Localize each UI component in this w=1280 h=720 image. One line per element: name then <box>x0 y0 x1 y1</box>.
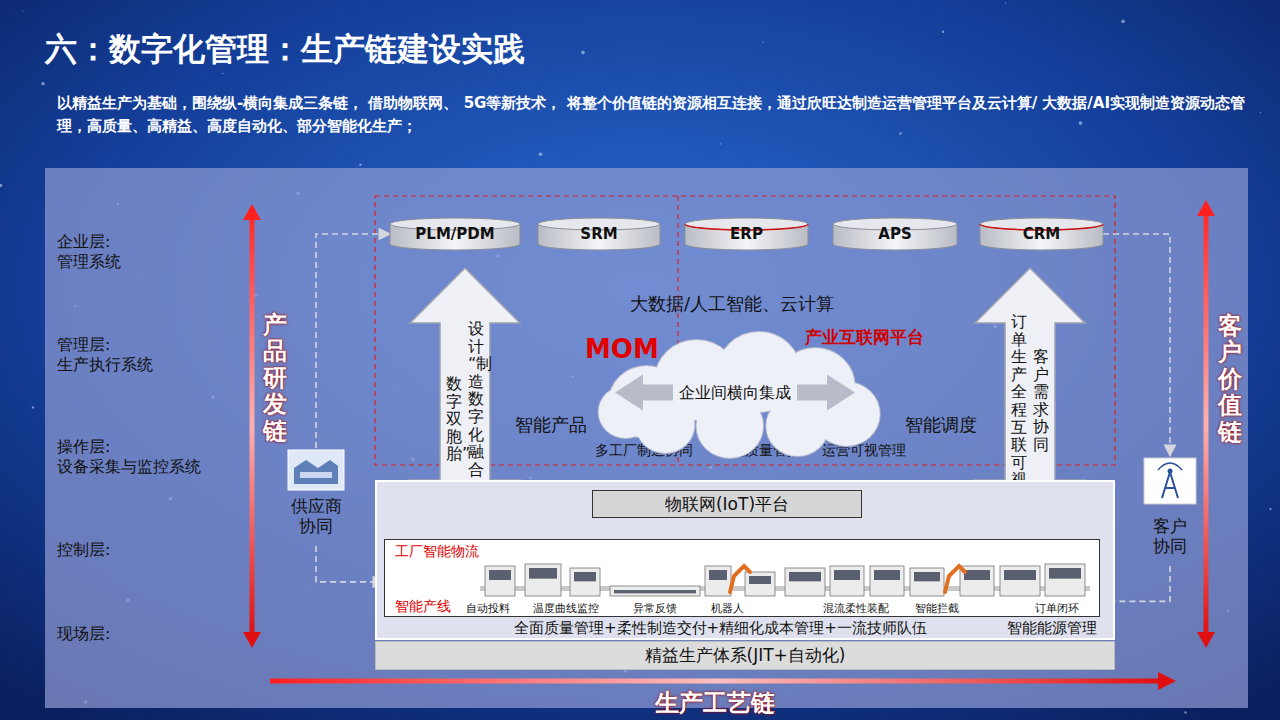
caption-text: 温度曲线监控 <box>533 602 599 615</box>
production-line-box: 工厂智能物流智能产线 自动投料 温度曲线监控 异常反馈 机器人 混流柔性装配 智能拦截 订单闭… <box>384 539 1100 617</box>
star <box>1184 711 1186 713</box>
node-text: 工厂智能物流 <box>395 543 479 560</box>
node-text: 精益生产体系(JIT+自动化) <box>645 645 846 665</box>
star <box>581 51 585 55</box>
caption-text: 订单闭环 <box>1035 602 1079 615</box>
process-chain-arrow <box>270 672 1176 690</box>
robot-arm <box>945 566 965 592</box>
system-cylinder: CRM <box>980 218 1103 250</box>
layer-label: 控制层: <box>57 540 110 560</box>
cloud-outline <box>599 332 880 458</box>
star <box>1260 112 1261 113</box>
slide-title: 六：数字化管理：生产链建设实践 <box>45 28 525 72</box>
node-text: PLM/PDM <box>415 225 494 243</box>
platform-cloud: 企业间横向集成 <box>584 330 886 455</box>
platform-label: 产业互联网平台 <box>805 327 924 348</box>
layer-label: 操作层: 设备采集与监控系统 <box>57 437 201 477</box>
node-text: 订单生产全程互联可视 <box>1011 313 1027 489</box>
star <box>720 143 721 144</box>
system-cylinder: PLM/PDM <box>390 218 520 250</box>
layer-label: 企业层: 管理系统 <box>57 232 121 272</box>
tower-icon <box>1144 458 1196 504</box>
system-cylinder: SRM <box>538 218 660 250</box>
node-text: SRM <box>580 225 617 243</box>
dashed-connector <box>316 234 390 448</box>
node-text: 数字双胞胎” <box>446 375 462 463</box>
dashed-connector <box>1103 234 1170 456</box>
node-text: 客户需求协同 <box>1033 348 1049 454</box>
star <box>222 73 223 74</box>
customer-chain-arrow <box>1197 200 1215 648</box>
node-text: 设计“制造数字化融合 <box>468 320 484 478</box>
factory-icon <box>288 450 344 490</box>
star <box>41 82 45 86</box>
integration-arrow-right <box>797 375 855 411</box>
feature-label: 智能调度 <box>905 414 977 437</box>
node-text: 供应商 协同 <box>291 496 342 537</box>
supplier-node: 供应商 协同 <box>281 448 351 546</box>
node-text: CRM <box>1023 225 1061 243</box>
chain-label: 生产工艺链 <box>655 688 775 718</box>
execution-frame: 物联网(IoT)平台工厂智能物流智能产线 自动投料 温度曲线监控 异常反馈 机器人 混流柔… <box>375 480 1115 640</box>
tech-label: 大数据/人工智能、云计算 <box>630 293 834 316</box>
star <box>1121 20 1125 24</box>
star <box>1269 508 1271 510</box>
layer-label: 管理层: 生产执行系统 <box>57 335 153 375</box>
caption-text: 混流柔性装配 <box>823 602 889 615</box>
node-text: ERP <box>730 225 763 243</box>
node-text: 物联网(IoT)平台 <box>665 494 789 514</box>
caption-text: 机器人 <box>711 602 744 615</box>
chain-label: 客户价值链 <box>1218 313 1242 445</box>
cylinder-body <box>685 224 808 250</box>
lean-system-bar: 精益生产体系(JIT+自动化) <box>375 641 1115 670</box>
chain-label: 产品研发链 <box>263 312 287 444</box>
cloud-fill <box>599 332 880 458</box>
product-chain-arrow <box>243 204 261 648</box>
customer-node: 客户 协同 <box>1140 456 1200 566</box>
node-text: 智能产线 <box>395 598 451 615</box>
feature-label: 智能产品 <box>515 414 587 437</box>
integration-arrow-left <box>615 375 673 411</box>
node-text: 企业间横向集成 <box>679 383 791 402</box>
node-text: APS <box>878 225 911 243</box>
machines <box>485 564 1085 596</box>
subtitle: 以精益生产为基础，围绕纵-横向集成三条链， 借助物联网、 5G等新技术， 将整个… <box>57 92 1247 139</box>
node-text: 客户 协同 <box>1153 516 1187 557</box>
star <box>0 184 2 188</box>
star <box>1005 2 1006 3</box>
iot-platform-box: 物联网(IoT)平台 <box>592 490 862 518</box>
star <box>539 153 543 157</box>
star <box>32 406 34 408</box>
cylinder-body <box>980 224 1103 250</box>
node-text: 全面质量管理+柔性制造交付+精细化成本管理+一流技师队伍 <box>514 619 927 637</box>
robot-arm <box>730 566 750 592</box>
panel <box>45 168 1248 708</box>
mom-label: MOM <box>585 333 659 366</box>
star <box>22 10 23 11</box>
node-text: 智能能源管理 <box>1007 619 1097 637</box>
star <box>359 164 361 166</box>
star <box>899 132 901 134</box>
caption-text: 自动投料 <box>466 602 510 615</box>
dashed-connector <box>316 546 384 582</box>
system-cylinder: APS <box>833 218 957 250</box>
star <box>762 42 763 43</box>
caption-text: 异常反馈 <box>633 602 677 615</box>
star <box>1079 121 1083 125</box>
system-cylinder: ERP <box>685 218 808 250</box>
star <box>942 31 944 33</box>
caption-text: 智能拦截 <box>915 602 959 615</box>
layer-label: 现场层: <box>57 624 110 644</box>
